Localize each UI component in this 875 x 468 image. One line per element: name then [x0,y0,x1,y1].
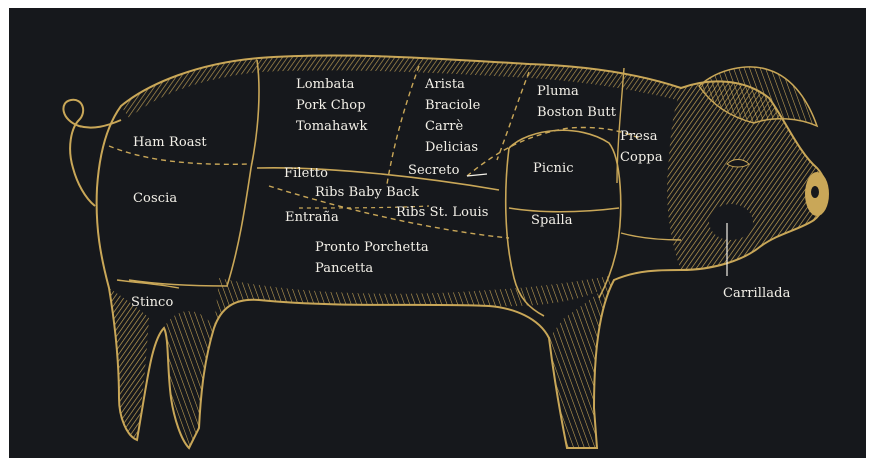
label-carre: Carrè [425,116,480,137]
label-arista: Arista [425,74,480,95]
label-pluma-group: Pluma Boston Butt [537,81,616,123]
label-entrana: Entraña [285,210,339,226]
label-braciole: Braciole [425,95,480,116]
hind-leg-hatching [164,311,214,448]
label-ribs-st-louis: Ribs St. Louis [396,205,489,221]
label-ribs-baby-back: Ribs Baby Back [315,185,419,201]
label-carrillada: Carrillada [723,286,790,302]
label-filetto: Filetto [284,166,328,182]
label-boston-butt: Boston Butt [537,102,616,123]
label-pluma: Pluma [537,81,616,102]
pork-cuts-diagram: Ham Roast Coscia Stinco Lombata Pork Cho… [9,8,866,458]
label-tomahawk: Tomahawk [296,116,368,137]
label-stinco: Stinco [131,295,173,311]
label-delicias: Delicias [425,137,480,158]
label-loin-group: Lombata Pork Chop Tomahawk [296,74,368,137]
label-spalla: Spalla [531,213,573,229]
tail [63,100,121,206]
label-secreto: Secreto [408,163,460,179]
label-ham-roast: Ham Roast [133,135,207,151]
label-presa-group: Presa Coppa [620,126,663,168]
label-pancetta: Pancetta [315,258,429,279]
label-coscia: Coscia [133,191,177,207]
label-belly-group: Pronto Porchetta Pancetta [315,237,429,279]
label-lombata: Lombata [296,74,368,95]
label-pronto-porchetta: Pronto Porchetta [315,237,429,258]
label-coppa: Coppa [620,147,663,168]
label-picnic: Picnic [533,161,574,177]
label-pork-chop: Pork Chop [296,95,368,116]
label-arista-group: Arista Braciole Carrè Delicias [425,74,480,158]
label-presa: Presa [620,126,663,147]
cheek [709,204,753,240]
